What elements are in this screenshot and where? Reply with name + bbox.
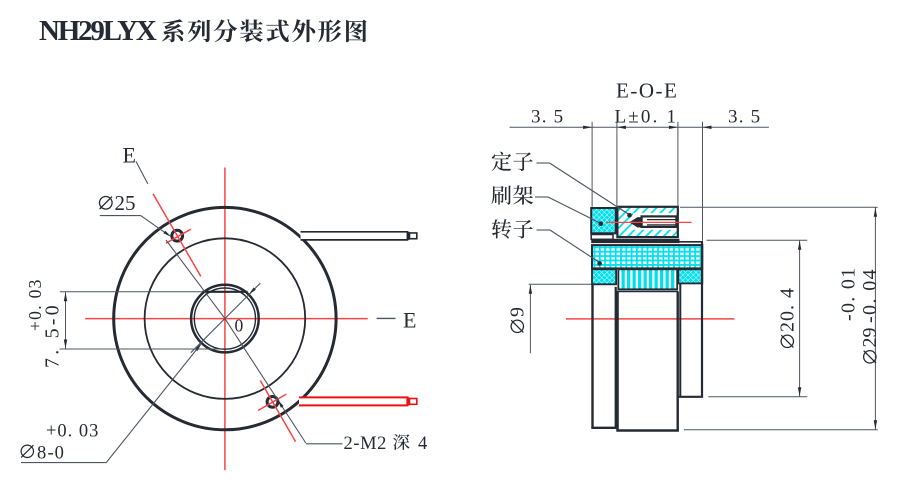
- svg-text:9: 9: [507, 307, 529, 317]
- svg-text:+0. 03: +0. 03: [46, 422, 99, 442]
- svg-text:E: E: [403, 308, 416, 333]
- svg-text:E-O-E: E-O-E: [616, 79, 678, 103]
- svg-text:+0. 03: +0. 03: [25, 278, 45, 331]
- svg-text:29: 29: [859, 328, 881, 348]
- svg-text:-0. 04: -0. 04: [859, 268, 881, 323]
- svg-text:-0. 01: -0. 01: [838, 267, 860, 321]
- svg-text:2-M2: 2-M2: [344, 434, 388, 454]
- svg-text:3. 5: 3. 5: [728, 107, 761, 128]
- svg-text:NH29LYX: NH29LYX: [39, 15, 157, 47]
- svg-text:3. 5: 3. 5: [531, 107, 564, 128]
- svg-text:4: 4: [418, 434, 427, 454]
- svg-text:8: 8: [37, 444, 46, 464]
- svg-text:E: E: [123, 143, 136, 168]
- svg-text:0: 0: [235, 316, 244, 336]
- svg-text:25: 25: [115, 191, 136, 215]
- svg-text:L±0. 1: L±0. 1: [615, 107, 679, 128]
- svg-text:20. 4: 20. 4: [777, 287, 799, 332]
- svg-text:7. 5-0: 7. 5-0: [42, 302, 64, 368]
- svg-text:-0: -0: [48, 444, 65, 464]
